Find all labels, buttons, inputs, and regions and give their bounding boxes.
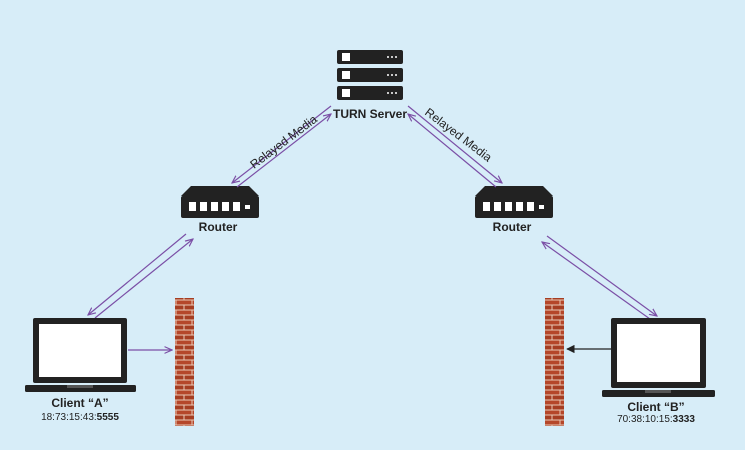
link-router-right-client-b [542,235,657,320]
client-b-name: Client “B” [627,400,684,414]
client-a-address: 18:73:15:43:5555 [41,412,119,423]
router-right-icon [475,186,553,218]
link-router-left-client-a [88,233,193,319]
router-right-label: Router [493,220,532,234]
turn-server-label: TURN Server [333,107,407,121]
router-left-icon [181,186,259,218]
client-b-address-prefix: 70:38:10:15: [617,414,673,425]
client-b-laptop-icon [602,318,715,397]
relayed-media-label-left: Relayed Media [247,112,320,172]
firewall-right-icon [545,298,564,426]
turn-server-icon [337,50,403,100]
firewall-left-icon [175,298,194,426]
client-a-laptop-icon [25,318,136,392]
link-server-router-left [232,105,331,188]
client-a-address-prefix: 18:73:15:43: [41,412,97,423]
link-server-router-right [408,105,502,188]
client-a-name: Client “A” [51,396,108,410]
router-left-label: Router [199,220,238,234]
client-b-address: 70:38:10:15:3333 [617,414,695,425]
client-a-port: 5555 [97,412,120,423]
client-b-port: 3333 [673,414,696,425]
